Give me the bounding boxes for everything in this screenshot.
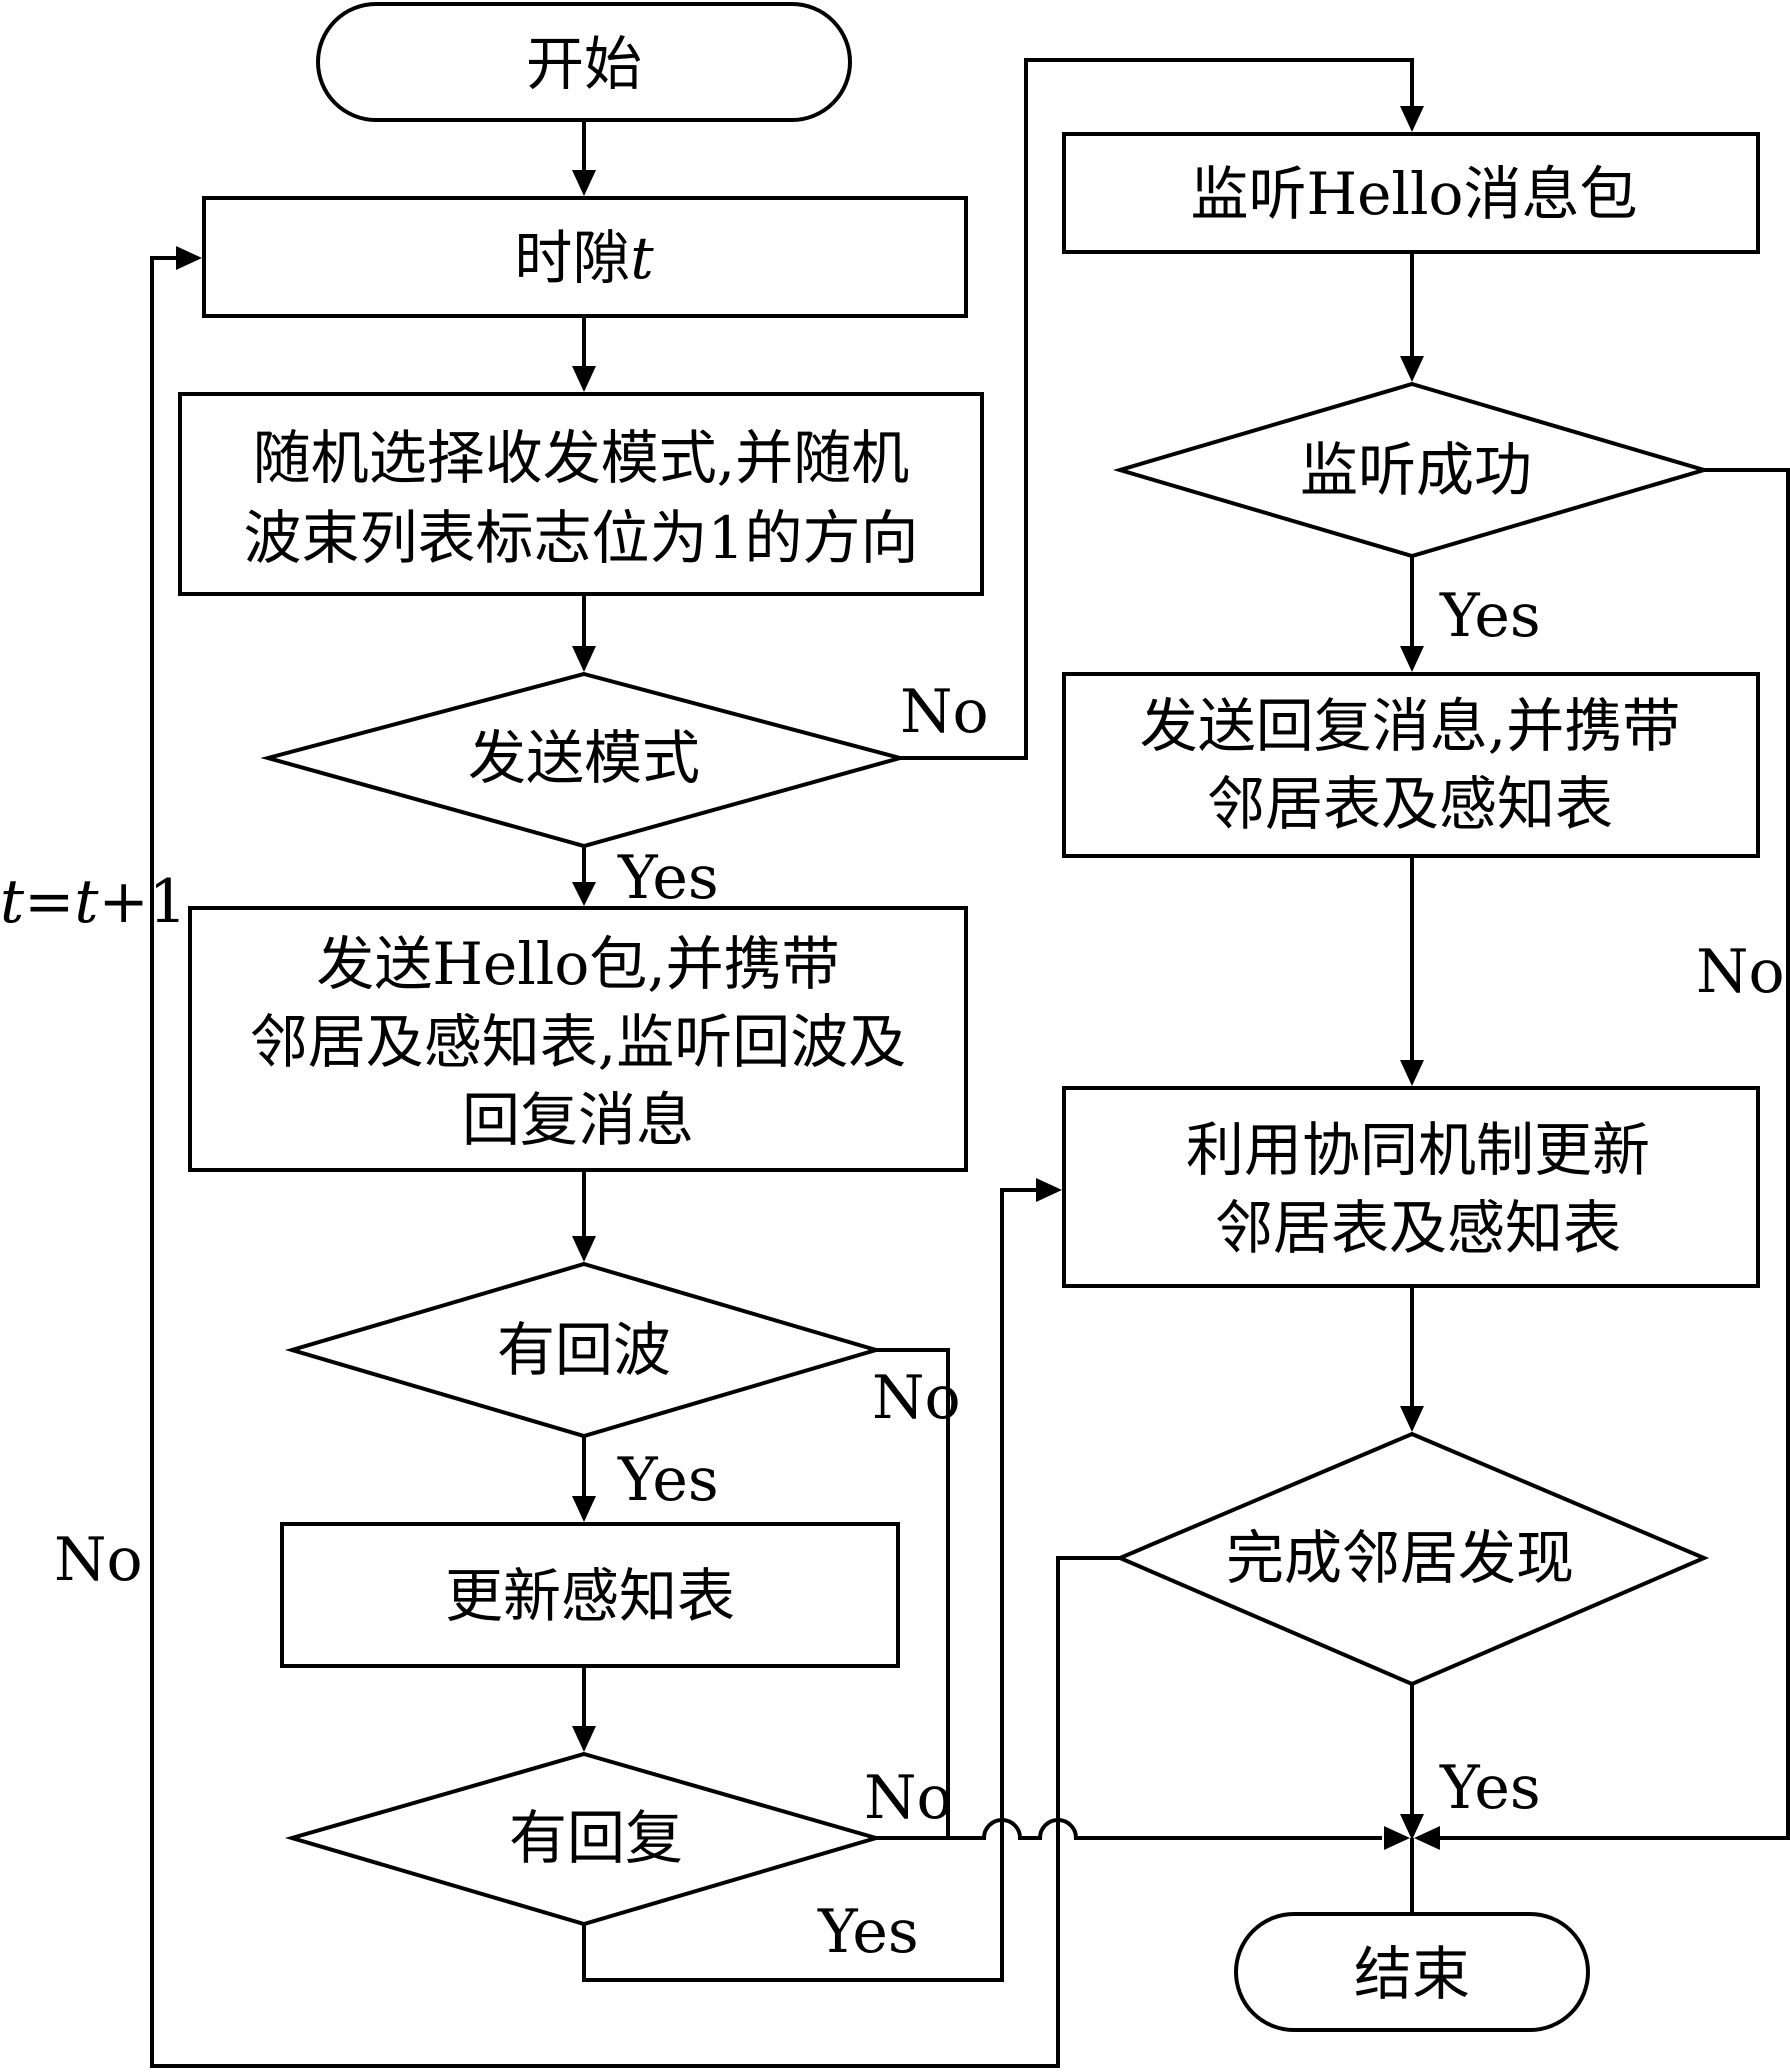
send-reply-line2: 邻居表及感知表 <box>1207 770 1613 838</box>
select-mode-line1: 随机选择收发模式,并随机 <box>253 424 909 492</box>
connector-echo-no <box>876 1348 950 1838</box>
yes-label-echo: Yes <box>617 1445 719 1515</box>
arrowhead <box>572 366 596 392</box>
arrowhead <box>572 1236 596 1262</box>
update-sense-label: 更新感知表 <box>445 1562 735 1630</box>
arrowhead <box>1414 1826 1440 1850</box>
start-label: 开始 <box>526 30 642 98</box>
listen-success-label: 监听成功 <box>1300 436 1532 504</box>
arrowhead <box>1400 1060 1424 1086</box>
connector-listen-no <box>1440 468 1790 1840</box>
select-mode-box <box>178 392 984 596</box>
has-reply-label: 有回复 <box>509 1804 683 1872</box>
send-mode-label: 发送模式 <box>468 724 700 792</box>
no-label-reply: No <box>864 1763 953 1833</box>
arrowhead <box>1400 646 1424 672</box>
arrowhead <box>572 646 596 672</box>
end-terminal <box>1234 1912 1590 2032</box>
send-hello-line2: 邻居及感知表,监听回波及 <box>250 1008 906 1076</box>
loop-increment-label: t=t+1 <box>0 867 187 937</box>
send-hello-line1: 发送Hello包,并携带 <box>316 930 839 998</box>
select-mode-line2: 波束列表标志位为1的方向 <box>244 504 919 572</box>
coop-update-line2: 邻居表及感知表 <box>1215 1194 1621 1262</box>
coop-update-box <box>1062 1086 1760 1288</box>
yes-label-done: Yes <box>1439 1753 1541 1823</box>
timeslot-box <box>202 196 968 318</box>
connector-sendmode-no <box>900 58 1414 760</box>
end-label: 结束 <box>1354 1940 1470 2008</box>
connector-reply-no <box>876 1818 1382 1840</box>
arrowhead <box>1384 1826 1410 1850</box>
arrowhead <box>572 882 596 906</box>
discovery-done-label: 完成邻居发现 <box>1226 1524 1574 1592</box>
yes-label-reply: Yes <box>817 1897 919 1967</box>
listen-hello-label: 监听Hello消息包 <box>1191 160 1638 228</box>
arrowhead <box>176 246 202 270</box>
listen-hello-box <box>1062 132 1760 254</box>
no-label-echo: No <box>872 1363 961 1433</box>
send-reply-line1: 发送回复消息,并携带 <box>1140 692 1680 760</box>
connector-reply-yes <box>582 1188 1036 1982</box>
yes-label-sendmode: Yes <box>617 843 719 913</box>
no-label-sendmode: No <box>900 677 989 747</box>
arrowhead <box>1400 356 1424 382</box>
send-hello-box <box>188 906 968 1172</box>
arrowhead <box>1400 1814 1424 1840</box>
no-label-listen: No <box>1696 937 1785 1007</box>
send-reply-box <box>1062 672 1760 858</box>
update-sense-box <box>280 1522 900 1668</box>
timeslot-label: 时隙t <box>514 224 654 292</box>
has-echo-label: 有回波 <box>497 1316 671 1384</box>
arrowhead <box>1400 1406 1424 1432</box>
no-label-done: No <box>54 1525 143 1595</box>
yes-label-listen: Yes <box>1439 581 1541 651</box>
coop-update-line1: 利用协同机制更新 <box>1186 1116 1650 1184</box>
send-hello-line3: 回复消息 <box>462 1086 694 1154</box>
connector-done-no <box>150 256 1120 2068</box>
arrowhead <box>572 1496 596 1522</box>
arrowhead <box>572 1726 596 1752</box>
arrowhead <box>572 170 596 196</box>
arrowhead <box>1036 1178 1062 1202</box>
arrowhead <box>1400 106 1424 132</box>
